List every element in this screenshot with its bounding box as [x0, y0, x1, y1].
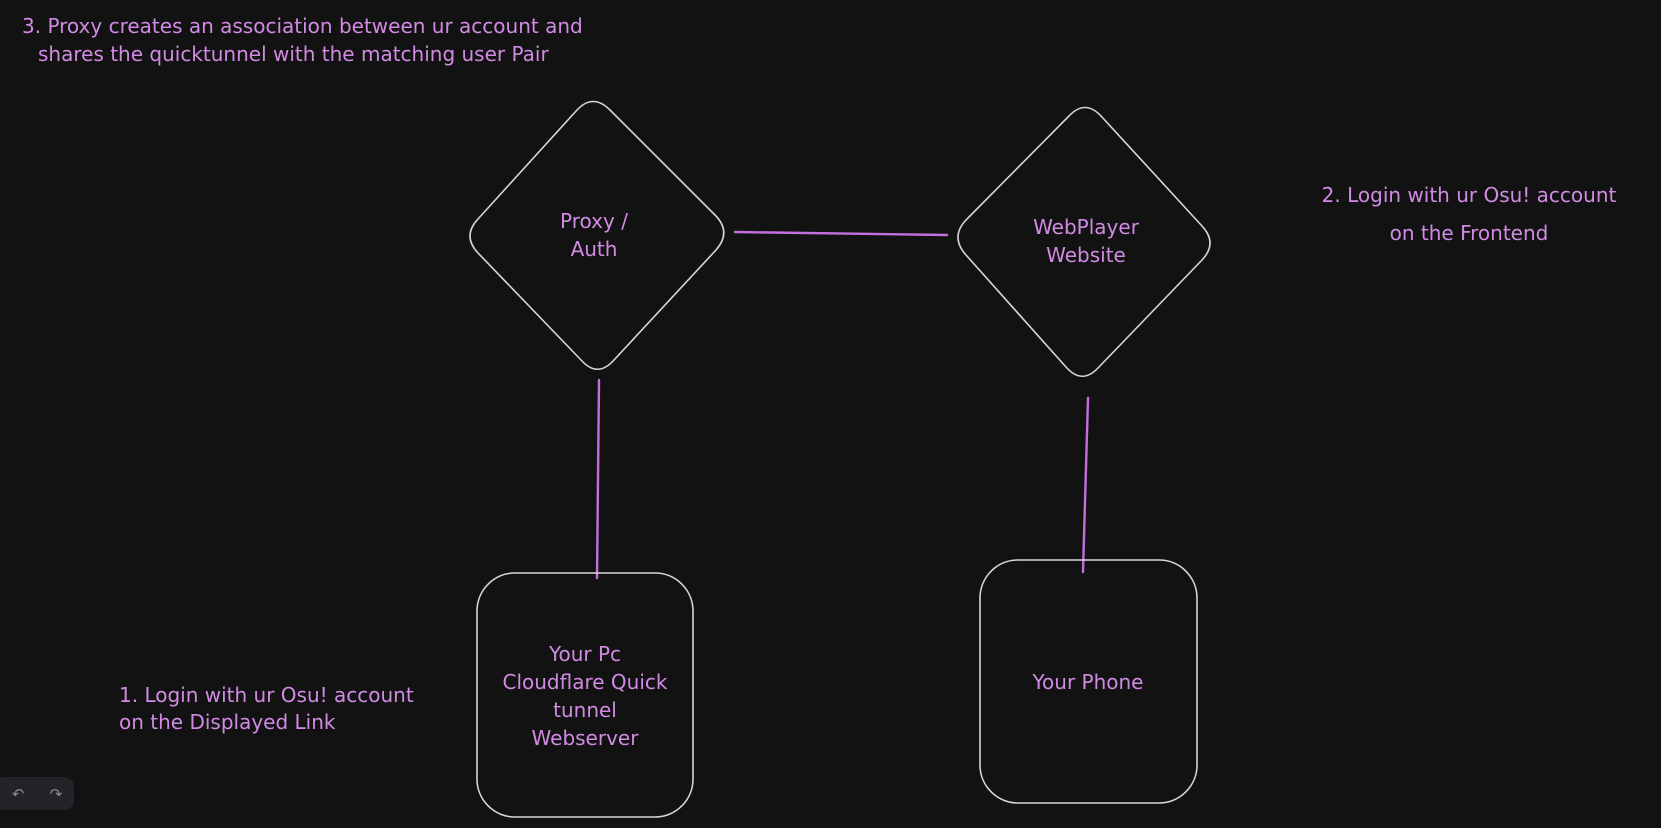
annotation-step-3-line-1: 3. Proxy creates an association between … [22, 14, 583, 38]
your-pc-label-line-2: Cloudflare Quick [502, 670, 668, 694]
redo-icon: ↷ [49, 784, 63, 803]
annotation-step-1-line-1: 1. Login with ur Osu! account [119, 683, 414, 707]
annotation-step-2-line-2: on the Frontend [1389, 221, 1549, 245]
your-pc-label-line-3: tunnel [553, 698, 617, 722]
annotation-step-1[interactable]: 1. Login with ur Osu! account on the Dis… [119, 682, 414, 736]
connector-webplayer-to-phone[interactable] [1081, 396, 1090, 574]
your-phone-label-line-1: Your Phone [1032, 670, 1144, 694]
redo-button[interactable]: ↷ [42, 780, 70, 808]
annotation-step-2-line-1: 2. Login with ur Osu! account [1321, 183, 1617, 207]
your-phone-rectangle[interactable] [979, 559, 1198, 804]
webplayer-website-label-line-2: Website [1046, 243, 1126, 267]
proxy-auth-label-line-2: Auth [570, 237, 618, 261]
connector-proxy-to-pc[interactable] [595, 378, 601, 580]
your-pc-label-line-1: Your Pc [548, 642, 622, 666]
webplayer-website-label[interactable]: WebPlayer Website [986, 213, 1186, 269]
annotation-step-3[interactable]: 3. Proxy creates an association between … [22, 12, 583, 68]
your-pc-label[interactable]: Your Pc Cloudflare Quick tunnel Webserve… [485, 640, 685, 752]
webplayer-website-label-line-1: WebPlayer [1033, 215, 1139, 239]
webplayer-website-diamond[interactable] [957, 106, 1211, 378]
your-pc-label-line-4: Webserver [531, 726, 639, 750]
connector-proxy-to-webplayer[interactable] [733, 230, 949, 237]
your-phone-label[interactable]: Your Phone [988, 668, 1188, 696]
your-pc-rectangle[interactable] [476, 572, 694, 818]
annotation-step-3-line-2: shares the quicktunnel with the matching… [38, 42, 549, 66]
annotation-step-2[interactable]: 2. Login with ur Osu! account on the Fro… [1289, 176, 1649, 252]
proxy-auth-label-line-1: Proxy / [560, 209, 628, 233]
proxy-auth-label[interactable]: Proxy / Auth [494, 207, 694, 263]
history-toolbar: ↶ ↷ [0, 777, 74, 810]
proxy-auth-diamond[interactable] [469, 100, 725, 371]
annotation-step-1-line-2: on the Displayed Link [119, 710, 336, 734]
undo-button[interactable]: ↶ [4, 780, 32, 808]
undo-icon: ↶ [11, 784, 25, 803]
